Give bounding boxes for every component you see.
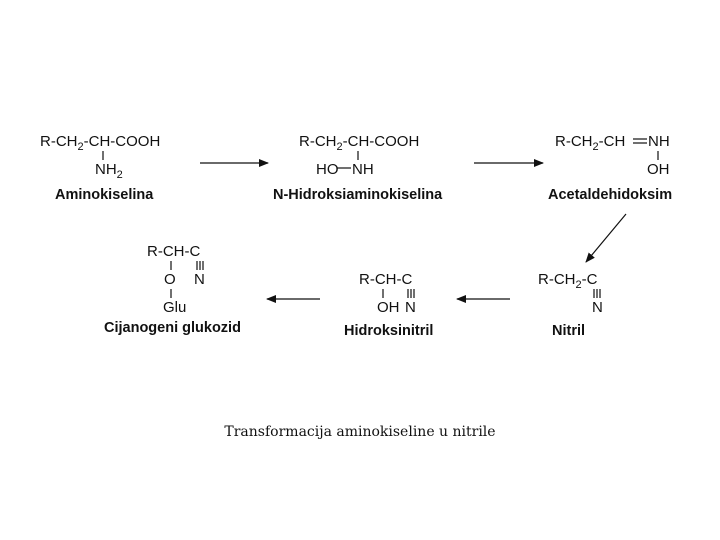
acetaldehidoksim-formula: R-CH2-CH [555, 133, 625, 153]
aminokiselina-name: Aminokiselina [55, 187, 154, 203]
aminokiselina-nh2: NH2 [95, 161, 123, 181]
compound-acetaldehidoksim: R-CH2-CH NH OH Acetaldehidoksim [548, 133, 672, 203]
hidroksinitril-name: Hidroksinitril [344, 323, 433, 339]
nitril-formula: R-CH2-C [538, 271, 598, 291]
hidroksiamino-ho: HO [316, 161, 339, 178]
aminokiselina-formula: R-CH2-CH-COOH [40, 133, 160, 153]
acetaldehidoksim-nh: NH [648, 133, 670, 150]
hidroksinitril-formula: R-CH-C [359, 271, 412, 288]
compound-hidroksinitril: R-CH-C OH N Hidroksinitril [344, 271, 433, 339]
hidroksinitril-n: N [405, 299, 416, 316]
cijanogeni-glu: Glu [163, 299, 186, 316]
compound-cijanogeni-glukozid: R-CH-C O N Glu Cijanogeni glukozid [104, 243, 241, 336]
nitril-name: Nitril [552, 323, 585, 339]
figure-caption: Transformacija aminokiseline u nitrile [224, 424, 496, 440]
hidroksiamino-name: N-Hidroksiaminokiselina [273, 187, 443, 203]
cijanogeni-o: O [164, 271, 176, 288]
hidroksinitril-oh: OH [377, 299, 400, 316]
compound-aminokiselina: R-CH2-CH-COOH NH2 Aminokiselina [40, 133, 160, 203]
compound-n-hidroksiaminokiselina: R-CH2-CH-COOH HO NH N-Hidroksiaminokisel… [273, 133, 443, 203]
acetaldehidoksim-oh: OH [647, 161, 670, 178]
cijanogeni-name: Cijanogeni glukozid [104, 320, 241, 336]
hidroksiamino-nh: NH [352, 161, 374, 178]
compound-nitril: R-CH2-C N Nitril [538, 271, 603, 339]
reaction-arrow-3 [585, 213, 627, 263]
cijanogeni-n: N [194, 271, 205, 288]
hidroksiamino-formula: R-CH2-CH-COOH [299, 133, 419, 153]
cijanogeni-formula: R-CH-C [147, 243, 200, 260]
nitril-n: N [592, 299, 603, 316]
acetaldehidoksim-name: Acetaldehidoksim [548, 187, 672, 203]
